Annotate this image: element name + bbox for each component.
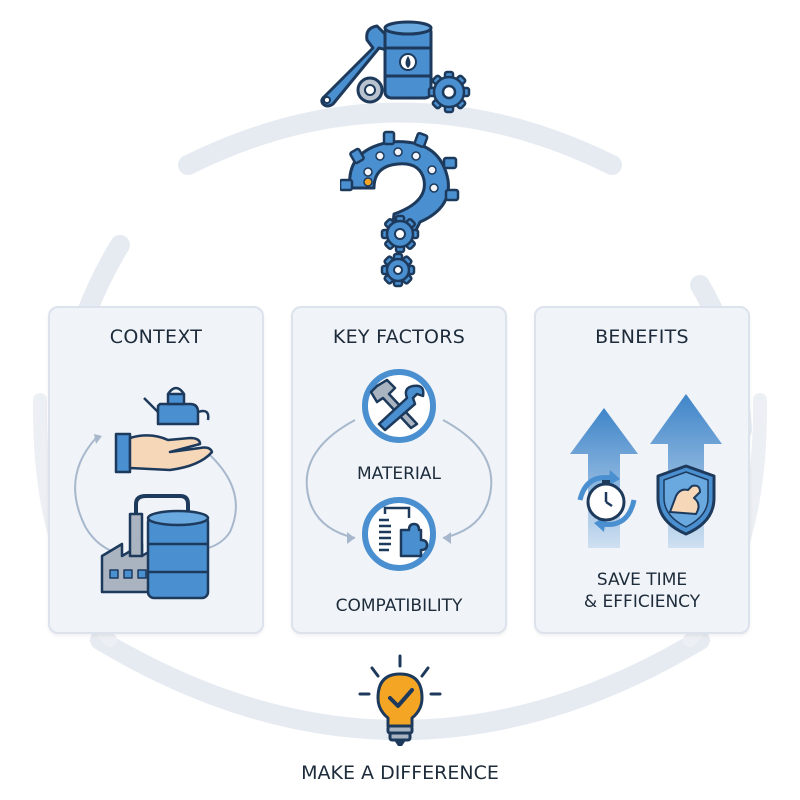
hand-icon	[114, 432, 214, 474]
key-factors-diagram	[305, 369, 493, 571]
benefits-diagram	[570, 394, 722, 548]
benefits-panel: BENEFITS SAVE TIME	[534, 306, 750, 634]
make-a-difference-label: MAKE A DIFFERENCE	[301, 762, 499, 784]
shield-strength-icon	[656, 464, 716, 536]
context-title: CONTEXT	[109, 326, 203, 348]
key-factors-title: KEY FACTORS	[332, 326, 466, 348]
context-diagram	[74, 386, 237, 600]
save-time-label: SAVE TIME	[596, 570, 688, 590]
compatibility-label: COMPATIBILITY	[335, 596, 463, 616]
benefits-title: BENEFITS	[595, 326, 689, 348]
gear-question-mark-icon	[340, 130, 460, 288]
efficiency-label: & EFFICIENCY	[583, 592, 701, 612]
factory-barrel-icon	[100, 494, 210, 600]
spring-puzzle-icon	[362, 497, 436, 571]
key-factors-panel: KEY FACTORS MATERIAL COMPATIBILITY	[291, 306, 507, 634]
wrench-oil-barrel-gears-icon	[320, 20, 471, 114]
hammer-wrench-icon	[362, 369, 436, 443]
context-panel: CONTEXT	[48, 306, 264, 634]
oil-can-icon	[143, 386, 210, 426]
lightbulb-check-icon	[358, 654, 442, 746]
stopwatch-icon	[577, 470, 637, 532]
material-label: MATERIAL	[356, 464, 442, 484]
